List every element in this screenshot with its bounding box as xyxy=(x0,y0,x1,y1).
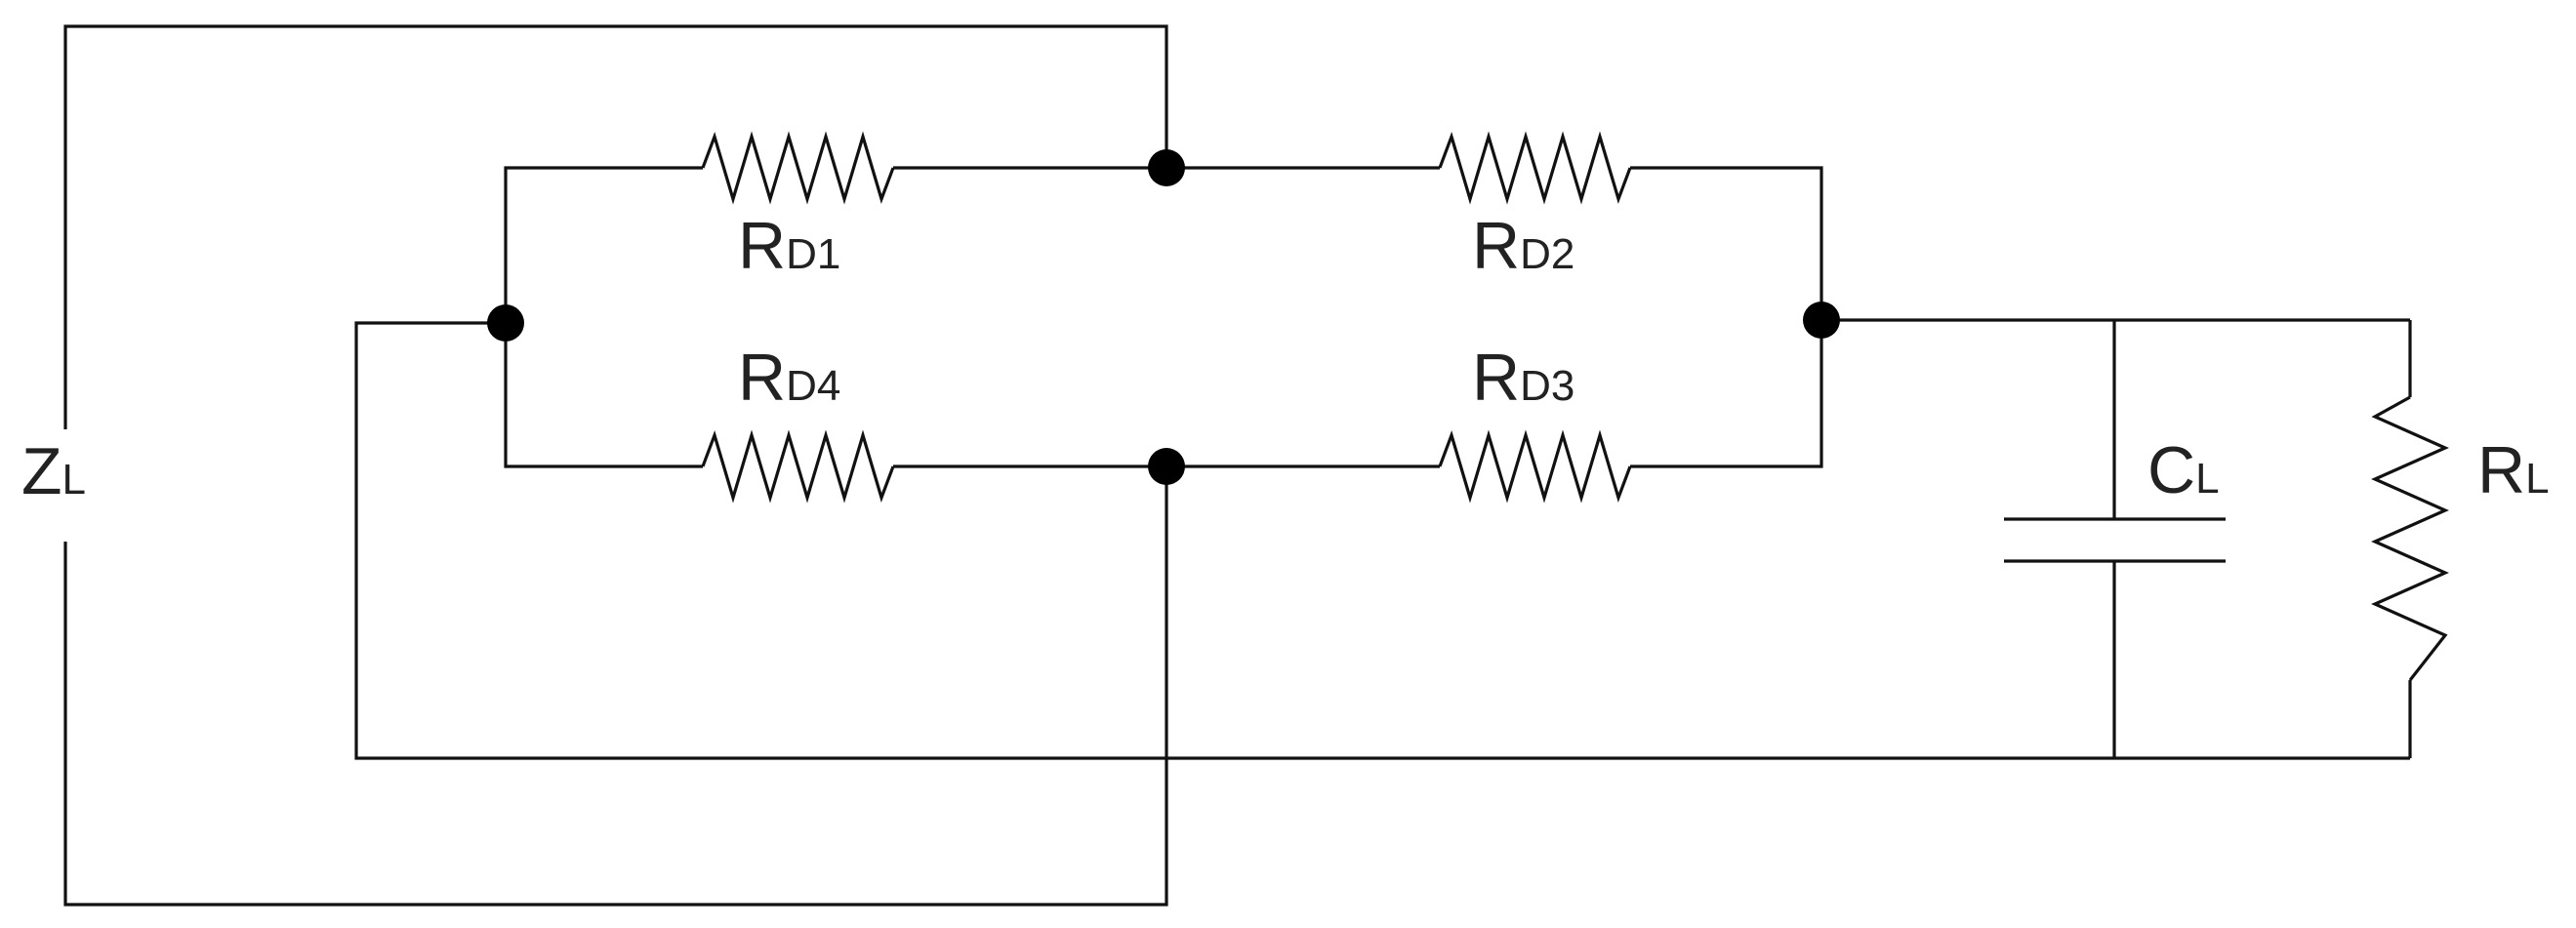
output-return-wire xyxy=(354,321,2410,760)
resistor-rd3 xyxy=(1438,429,1632,504)
resistor-rd1 xyxy=(701,131,895,205)
node-left xyxy=(487,304,524,342)
resistor-rd2 xyxy=(1438,131,1632,205)
bridge-top-left-wire xyxy=(504,166,703,326)
label-rd2: RD2 xyxy=(1472,209,1574,283)
resistor-rl xyxy=(2371,395,2449,681)
bridge-bottom-right-wire xyxy=(1630,320,1823,468)
bridge-bottom-left-wire xyxy=(504,326,703,468)
label-rd3: RD3 xyxy=(1472,341,1574,415)
label-rl: RL xyxy=(2477,433,2550,507)
label-rd4: RD4 xyxy=(738,341,840,415)
node-bottom xyxy=(1148,448,1185,485)
zl-loop-upper-wire xyxy=(63,24,1168,429)
label-cl: CL xyxy=(2147,433,2220,507)
label-rd1: RD1 xyxy=(738,209,840,283)
zl-loop-lower-wire xyxy=(63,466,1168,907)
label-zl: ZL xyxy=(21,434,86,508)
resistor-rd4 xyxy=(701,429,895,504)
node-right xyxy=(1803,302,1840,339)
bridge-top-right-wire xyxy=(1630,166,1823,320)
node-top xyxy=(1148,149,1185,186)
